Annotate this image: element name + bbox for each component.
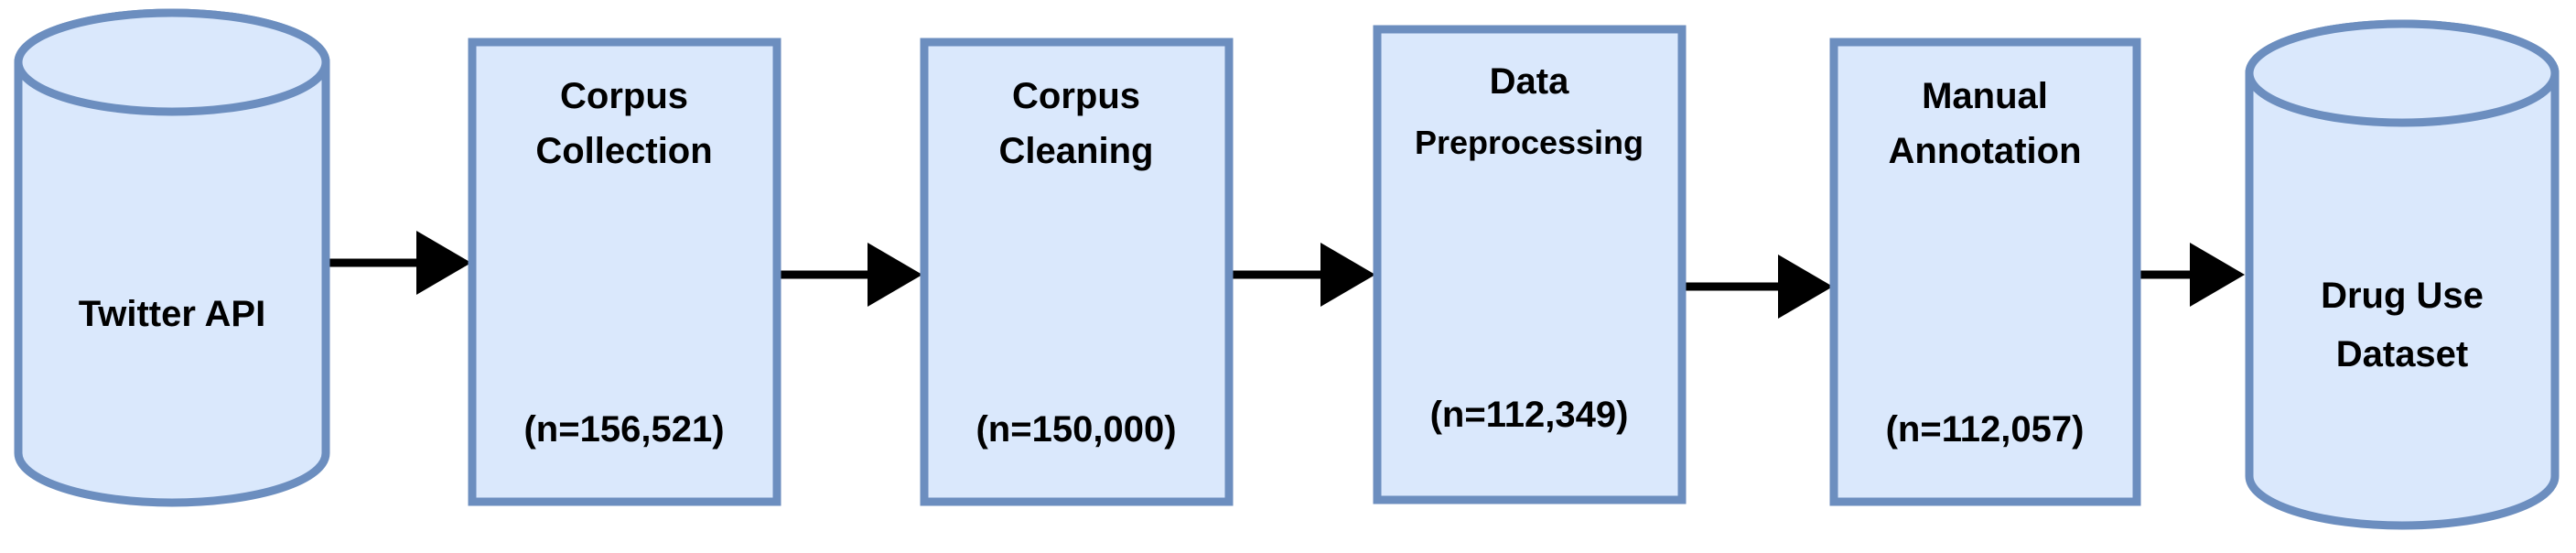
manual-annotation-title-line-2: Annotation (1888, 131, 2081, 171)
twitter-api-label: Twitter API (79, 294, 265, 334)
corpus-cleaning-count: (n=150,000) (975, 409, 1176, 450)
arrow-data-preprocessing-to-manual-annotation (1684, 255, 1833, 319)
edges (328, 231, 2245, 319)
node-twitter-api: Twitter API (14, 8, 330, 507)
data-preprocessing-box (1373, 25, 1687, 504)
corpus-collection-title-line-2: Collection (535, 131, 712, 171)
data-preprocessing-title-line-2: Preprocessing (1415, 124, 1644, 161)
node-manual-annotation: Manual Annotation (n=112,057) (1829, 38, 2141, 506)
drug-use-dataset-label-line-1: Drug Use (2321, 276, 2484, 316)
corpus-collection-box (468, 38, 781, 506)
arrow-twitter-api-to-corpus-collection (328, 231, 471, 295)
data-preprocessing-count: (n=112,349) (1430, 395, 1629, 435)
arrow-manual-annotation-to-drug-use-dataset (2139, 243, 2245, 307)
corpus-collection-title-line-1: Corpus (560, 76, 688, 116)
twitter-api-cylinder-top (14, 8, 330, 116)
corpus-cleaning-title-line-2: Cleaning (999, 131, 1154, 171)
manual-annotation-count: (n=112,057) (1886, 409, 2085, 450)
node-corpus-collection: Corpus Collection (n=156,521) (468, 38, 781, 506)
corpus-collection-count: (n=156,521) (523, 409, 724, 450)
manual-annotation-title-line-1: Manual (1922, 76, 2048, 116)
arrow-corpus-collection-to-corpus-cleaning (778, 243, 922, 307)
node-drug-use-dataset: Drug Use Dataset (2245, 19, 2560, 530)
corpus-cleaning-title-line-1: Corpus (1012, 76, 1140, 116)
node-data-preprocessing: Data Preprocessing (n=112,349) (1373, 25, 1687, 504)
node-corpus-cleaning: Corpus Cleaning (n=150,000) (920, 38, 1234, 506)
drug-use-dataset-label-line-2: Dataset (2336, 334, 2469, 374)
arrow-corpus-cleaning-to-data-preprocessing (1232, 243, 1375, 307)
data-preprocessing-title-line-1: Data (1490, 61, 1569, 102)
corpus-cleaning-box (920, 38, 1234, 506)
drug-use-dataset-cylinder-top (2245, 19, 2560, 127)
manual-annotation-box (1829, 38, 2141, 506)
